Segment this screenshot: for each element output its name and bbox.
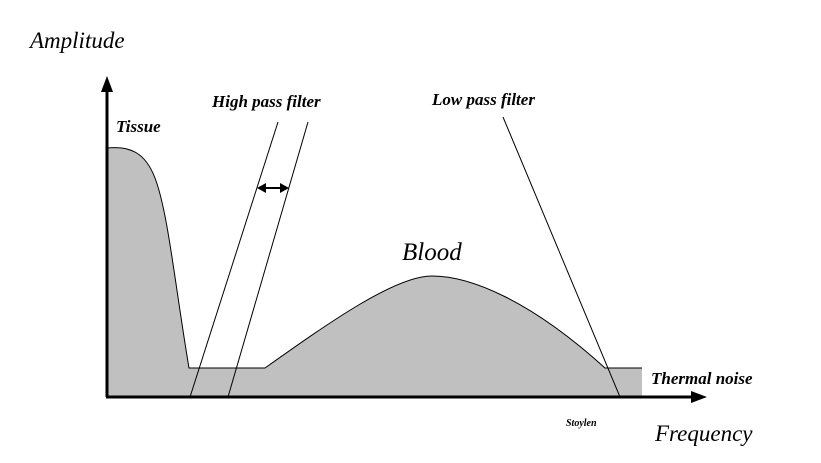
blood-label: Blood xyxy=(402,239,462,266)
x-axis-label: Frequency xyxy=(655,421,753,446)
filter-shift-arrowhead-right xyxy=(280,183,289,193)
low-pass-filter-label: Low pass filter xyxy=(432,90,535,109)
low-pass-filter-line xyxy=(502,116,621,398)
spectrum-outline xyxy=(106,147,642,369)
x-axis-arrowhead xyxy=(691,391,707,403)
thermal-noise-label: Thermal noise xyxy=(651,369,753,388)
high-pass-filter-label: High pass filter xyxy=(212,92,321,111)
tissue-label: Tissue xyxy=(116,117,161,136)
y-axis-arrowhead xyxy=(101,76,113,92)
y-axis-label: Amplitude xyxy=(30,28,125,53)
high-pass-filter-line-1 xyxy=(189,121,279,398)
high-pass-filter-line-2 xyxy=(227,121,309,398)
author-credit: Stoylen xyxy=(566,418,597,429)
spectrum-area xyxy=(107,147,642,396)
filter-shift-arrowhead-left xyxy=(257,183,266,193)
